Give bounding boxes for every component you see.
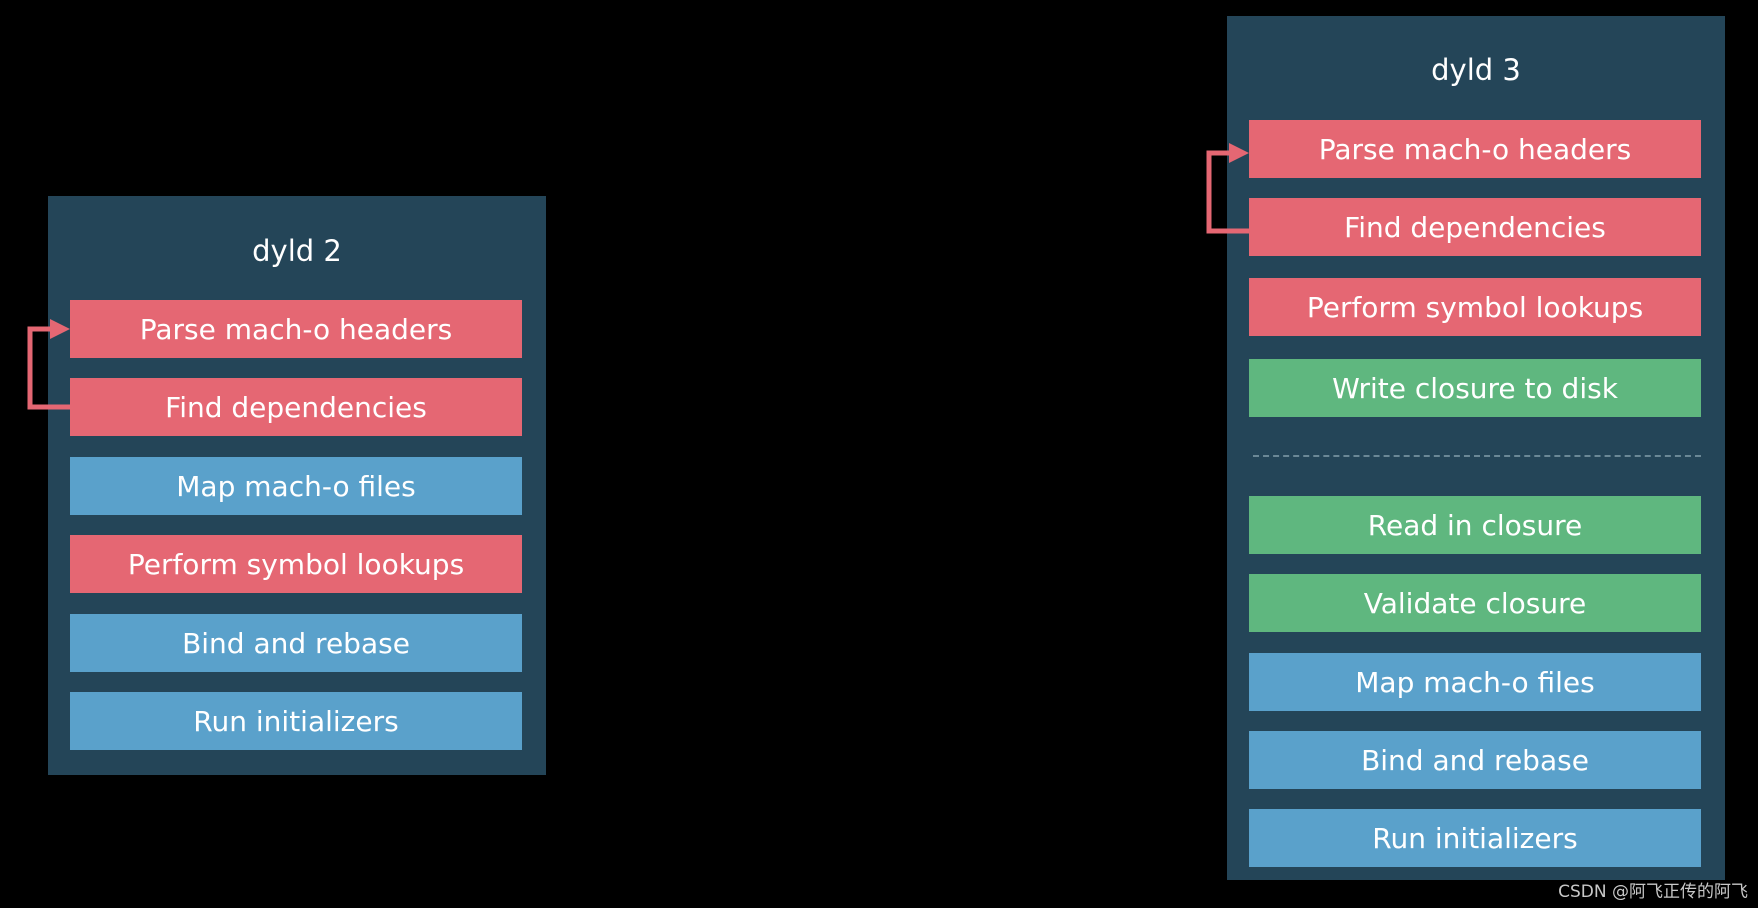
dyld2-step-bind-rebase: Bind and rebase (70, 614, 522, 672)
dyld2-loop-arrow (27, 319, 70, 410)
dyld3-step-symbol-lookups: Perform symbol lookups (1249, 278, 1701, 336)
dyld3-step-run-initializers: Run initializers (1249, 809, 1701, 867)
dyld3-step-validate-closure: Validate closure (1249, 574, 1701, 632)
dyld2-step-parse-headers: Parse mach-o headers (70, 300, 522, 358)
dyld2-title: dyld 2 (252, 234, 342, 268)
dyld2-step-find-dependencies: Find dependencies (70, 378, 522, 436)
dyld3-loop-arrow (1206, 143, 1249, 234)
dyld2-panel: dyld 2 Parse mach-o headers Find depende… (48, 196, 546, 775)
dyld3-step-map-files: Map mach-o files (1249, 653, 1701, 711)
dyld3-step-find-dependencies: Find dependencies (1249, 198, 1701, 256)
dyld2-step-symbol-lookups: Perform symbol lookups (70, 535, 522, 593)
dyld3-panel: dyld 3 Parse mach-o headers Find depende… (1227, 16, 1725, 880)
dyld3-step-write-closure: Write closure to disk (1249, 359, 1701, 417)
dyld3-step-bind-rebase: Bind and rebase (1249, 731, 1701, 789)
dyld2-step-run-initializers: Run initializers (70, 692, 522, 750)
dyld3-step-parse-headers: Parse mach-o headers (1249, 120, 1701, 178)
dyld3-step-read-closure: Read in closure (1249, 496, 1701, 554)
dyld2-step-map-files: Map mach-o files (70, 457, 522, 515)
watermark: CSDN @阿飞正传的阿飞 (1558, 882, 1748, 902)
dyld3-title: dyld 3 (1431, 53, 1521, 87)
dyld3-divider (1253, 455, 1701, 457)
